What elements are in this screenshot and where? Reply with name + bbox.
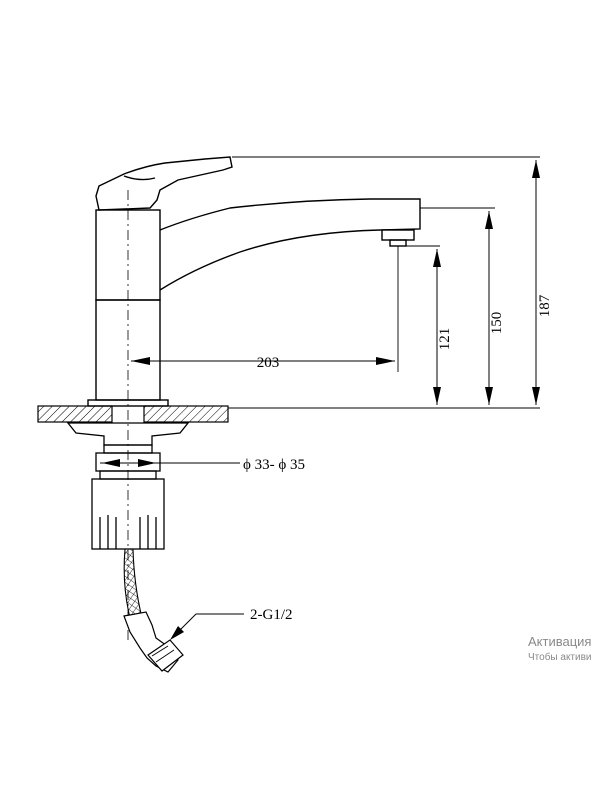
hose-connection-leader: 2-G1/2 [170,607,293,640]
dimension-overall-height: 187 [532,160,553,405]
dimension-mount-hole: ϕ 33- ϕ 35 [100,457,305,473]
hose-connection-label: 2-G1/2 [250,607,293,623]
spout [159,198,421,291]
lever-handle [95,156,233,211]
aerator [381,229,415,241]
extension-lines [228,156,540,409]
dimension-spout-height: 150 [485,211,505,405]
dimension-outlet-height: 121 [433,249,453,405]
watermark-activation-title: Активация [528,634,592,649]
dimension-203-label: 203 [257,355,280,371]
flexible-hose [123,548,184,673]
countertop [37,405,229,423]
dimension-spout-reach: 203 [131,355,395,371]
dimension-187-label: 187 [537,294,553,317]
mount-hole-label: ϕ 33- ϕ 35 [243,457,305,473]
dimension-121-label: 121 [437,328,453,351]
faucet-body [87,156,421,407]
dimension-150-label: 150 [489,312,505,335]
watermark-activation-subtitle: Чтобы активи [528,652,592,663]
